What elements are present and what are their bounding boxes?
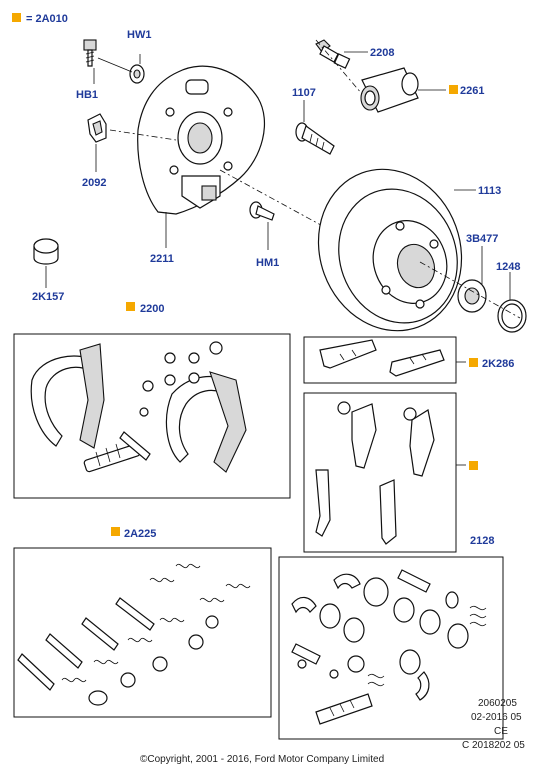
backing-plate-2211[interactable] (137, 65, 266, 215)
repair-kit-2128[interactable] (291, 569, 487, 725)
label-1248[interactable]: 1248 (496, 261, 520, 273)
bullet-2k286 (469, 358, 478, 367)
label-2261[interactable]: 2261 (460, 85, 484, 97)
wheel-stud-1107[interactable] (295, 122, 335, 155)
bullet-2200 (126, 302, 135, 311)
box-adjuster (303, 336, 457, 384)
grommet-2092[interactable] (87, 113, 107, 143)
adjuster-2k286[interactable] (319, 339, 445, 377)
legend-bullet (12, 13, 21, 22)
wheel-cylinder-2261[interactable] (360, 67, 419, 113)
label-2092[interactable]: 2092 (82, 177, 106, 189)
label-hm1[interactable]: HM1 (256, 257, 279, 269)
bullet-2261 (449, 85, 458, 94)
dust-cap-1248[interactable] (497, 299, 527, 333)
label-2128[interactable]: 2128 (470, 535, 494, 547)
legend-text: = 2A010 (26, 13, 68, 25)
info-line-1: 2060205 (478, 698, 517, 709)
label-2a225[interactable]: 2A225 (124, 528, 156, 540)
copyright-text: ©Copyright, 2001 - 2016, Ford Motor Comp… (140, 754, 384, 765)
bearing-3b477[interactable] (457, 279, 487, 313)
box-hardware (13, 547, 272, 718)
label-2208[interactable]: 2208 (370, 47, 394, 59)
info-line-2: 02-2016 05 (471, 712, 522, 723)
lever-set[interactable] (315, 401, 435, 545)
legend: = 2A010 (12, 13, 68, 25)
label-2211[interactable]: 2211 (150, 253, 174, 265)
box-levers (303, 392, 457, 553)
label-hb1[interactable]: HB1 (76, 89, 98, 101)
bullet-levers (469, 461, 478, 470)
bolt-hm1[interactable] (249, 201, 275, 221)
label-1107[interactable]: 1107 (292, 87, 316, 99)
brake-shoe-kit-2200[interactable] (30, 341, 247, 473)
brake-drum-1113[interactable] (296, 149, 484, 351)
bullet-2a225 (111, 527, 120, 536)
label-hw1[interactable]: HW1 (127, 29, 151, 41)
info-line-3: CE (494, 726, 508, 737)
bleed-screw-2208[interactable] (315, 39, 351, 69)
info-line-4: C 2018202 05 (462, 740, 525, 751)
label-3b477[interactable]: 3B477 (466, 233, 498, 245)
label-2k157[interactable]: 2K157 (32, 291, 64, 303)
washer-hw1[interactable] (129, 64, 145, 84)
label-2k286[interactable]: 2K286 (482, 358, 514, 370)
box-brake-shoes (13, 333, 291, 499)
hardware-kit-2a225[interactable] (17, 563, 251, 706)
box-repair-kit (278, 556, 504, 740)
label-2200[interactable]: 2200 (140, 303, 164, 315)
plug-2k157[interactable] (33, 238, 59, 265)
bolt-hb1[interactable] (83, 39, 97, 67)
label-1113[interactable]: 1113 (478, 185, 501, 197)
